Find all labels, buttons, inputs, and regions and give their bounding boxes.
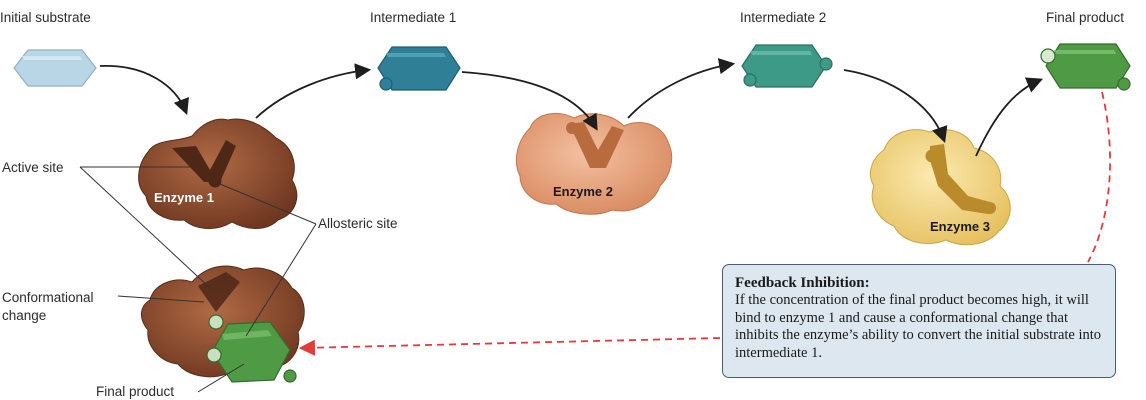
arrow-enzyme3-to-final-product	[975, 77, 1043, 157]
final-product-bound-molecule	[206, 314, 297, 383]
feedback-dashed-arrow	[298, 337, 721, 356]
arrow-intermediate2-to-enzyme3	[843, 69, 948, 144]
conformational-change-label-line2: change	[2, 308, 46, 323]
enzyme-1-label: Enzyme 1	[154, 190, 214, 205]
arrow-enzyme2-to-intermediate2	[627, 58, 736, 119]
intermediate-1-molecule	[377, 46, 461, 91]
active-site-label: Active site	[2, 160, 64, 175]
conformational-change-label-line1: Conformational	[2, 290, 94, 305]
feedback-inhibition-body: If the concentration of the final produc…	[735, 292, 1102, 361]
arrow-enzyme1-to-intermediate1	[255, 63, 372, 119]
initial-substrate-label: Initial substrate	[0, 10, 91, 25]
allosteric-site-label: Allosteric site	[318, 216, 398, 231]
feedback-dashed-curve	[1087, 91, 1111, 263]
feedback-inhibition-box: Feedback Inhibition: If the concentratio…	[722, 264, 1116, 378]
arrow-intermediate1-to-enzyme2	[461, 71, 598, 131]
leader-lines	[79, 166, 317, 393]
final-product-bottom-label: Final product	[96, 384, 174, 399]
final-product-top-label: Final product	[1046, 10, 1124, 25]
arrow-substrate-to-enzyme1	[99, 65, 189, 116]
enzyme-1	[138, 118, 298, 229]
intermediate-2-label: Intermediate 2	[740, 10, 826, 25]
enzyme-2-label: Enzyme 2	[553, 184, 613, 199]
feedback-inhibition-title: Feedback Inhibition:	[735, 275, 870, 291]
final-product-top-molecule	[1040, 43, 1131, 91]
intermediate-1-label: Intermediate 1	[370, 10, 456, 25]
enzyme-3-label: Enzyme 3	[930, 219, 990, 234]
intermediate-2-molecule	[741, 44, 833, 88]
enzyme-3	[869, 129, 1011, 246]
enzyme-2	[515, 112, 673, 215]
initial-substrate-molecule	[13, 49, 97, 87]
